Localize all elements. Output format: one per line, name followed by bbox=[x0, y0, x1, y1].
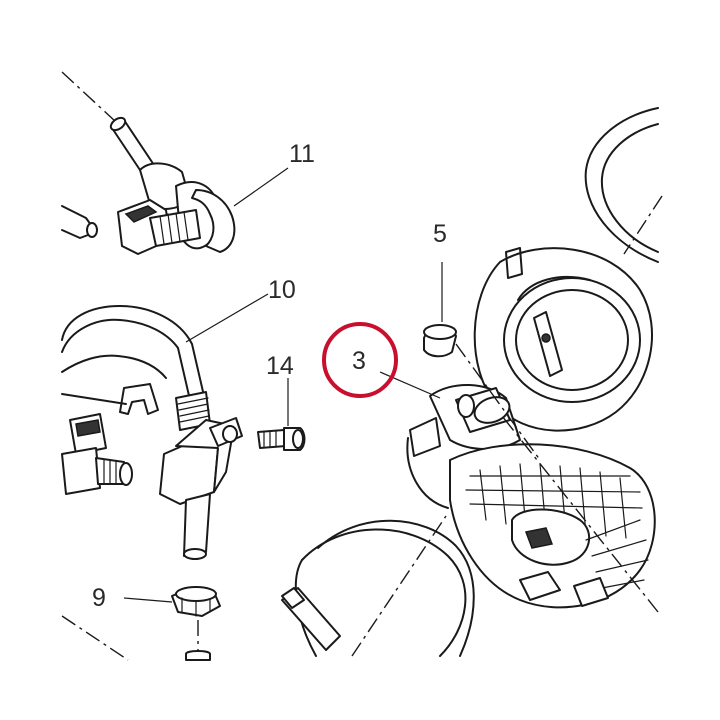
leader-3 bbox=[379, 371, 441, 399]
axis-line-5 bbox=[455, 343, 541, 461]
leader-9 bbox=[123, 597, 173, 603]
fuel-injector[interactable] bbox=[61, 383, 159, 495]
part-3-throttle-body[interactable] bbox=[379, 247, 659, 613]
hose-clamp-top[interactable] bbox=[584, 107, 663, 263]
fuel-rail-body[interactable] bbox=[159, 417, 243, 560]
axis-line-11 bbox=[61, 71, 117, 123]
callout-9: 9 bbox=[92, 584, 106, 612]
part-9-nut[interactable] bbox=[61, 586, 221, 661]
axis-line-clamp bbox=[351, 515, 447, 657]
axis-line-left bbox=[61, 615, 129, 661]
leader-11 bbox=[233, 167, 289, 207]
part-5-cap[interactable] bbox=[423, 262, 541, 461]
callout-5: 5 bbox=[433, 220, 447, 248]
highlight-ring bbox=[322, 322, 398, 398]
callout-14: 14 bbox=[266, 352, 294, 380]
axis-line-throttle bbox=[501, 415, 659, 613]
leader-10 bbox=[185, 293, 269, 343]
callout-10: 10 bbox=[268, 276, 296, 304]
callout-3[interactable]: 3 bbox=[352, 347, 366, 375]
axis-line-top bbox=[623, 195, 663, 255]
part-10-fuel-hose[interactable] bbox=[61, 293, 269, 431]
hose-clamp-bottom[interactable] bbox=[281, 515, 475, 657]
part-14-bolt[interactable] bbox=[257, 378, 306, 451]
part-11-fuel-connector[interactable] bbox=[61, 71, 289, 255]
callout-11: 11 bbox=[289, 140, 315, 168]
